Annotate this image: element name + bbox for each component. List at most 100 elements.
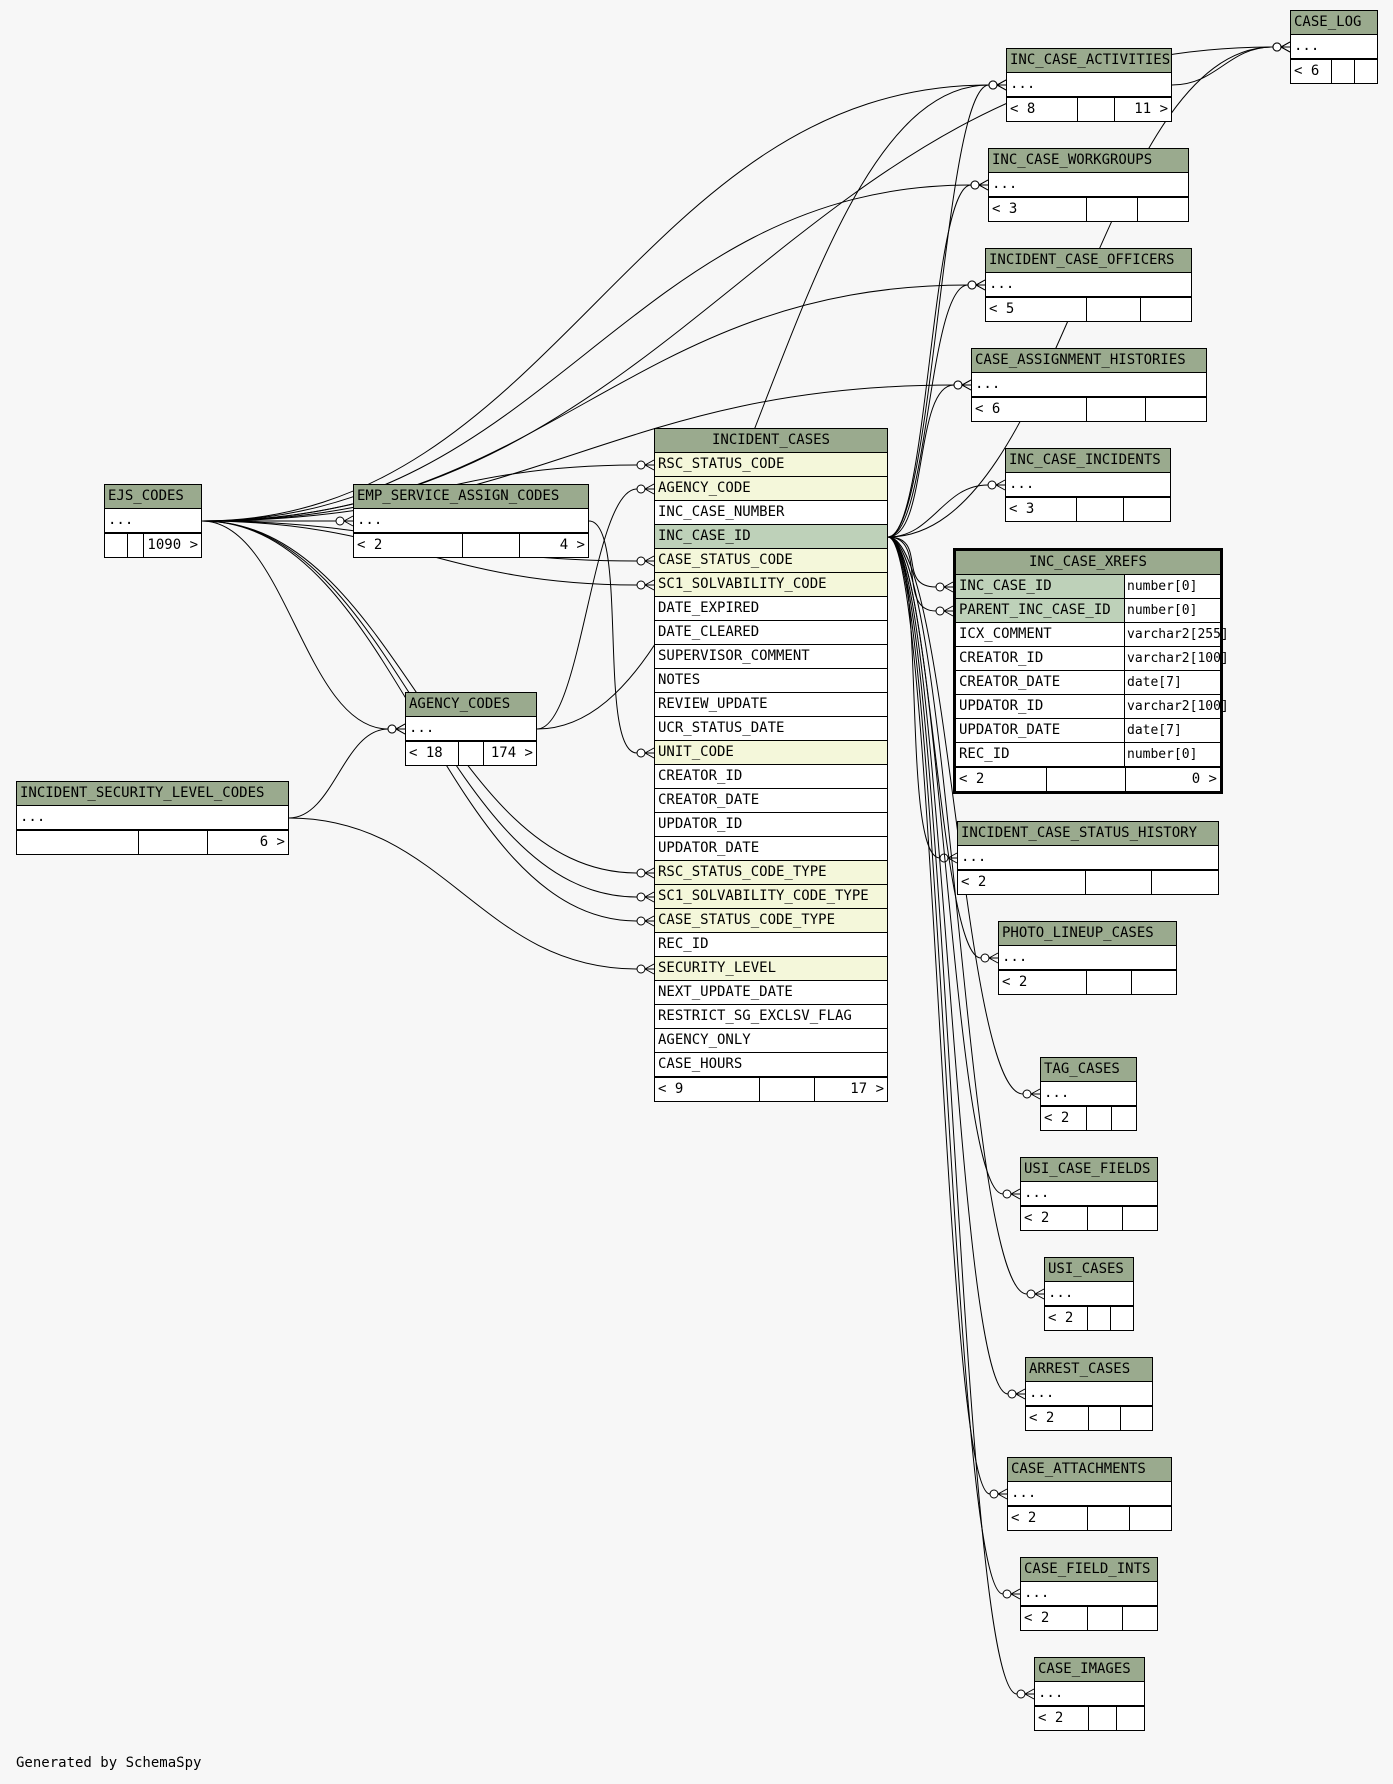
column-row[interactable]: CASE_HOURS	[655, 1053, 887, 1077]
table-tag-cases[interactable]: TAG_CASES... < 2	[1040, 1057, 1137, 1131]
column-row[interactable]: AGENCY_CODE	[655, 477, 887, 501]
collapsed-columns-row[interactable]: ...	[105, 509, 201, 533]
table-name[interactable]: CASE_ATTACHMENTS	[1008, 1458, 1171, 1482]
table-ejs-codes[interactable]: EJS_CODES... 1090 >	[104, 484, 202, 558]
column-row[interactable]: SC1_SOLVABILITY_CODE	[655, 573, 887, 597]
parents-count[interactable]: < 3	[992, 201, 1018, 217]
children-count[interactable]: 17 >	[850, 1081, 884, 1097]
children-count[interactable]	[1123, 1607, 1157, 1630]
collapsed-columns-row[interactable]: ...	[986, 273, 1191, 297]
parents-count[interactable]: < 2	[1044, 1110, 1070, 1126]
column-row[interactable]: UPDATOR_DATE	[655, 837, 887, 861]
children-count[interactable]	[1355, 60, 1377, 83]
column-row[interactable]: DATE_CLEARED	[655, 621, 887, 645]
parents-count[interactable]	[105, 534, 127, 557]
column-row[interactable]: RSC_STATUS_CODE_TYPE	[655, 861, 887, 885]
table-name[interactable]: PHOTO_LINEUP_CASES	[999, 922, 1176, 946]
column-row[interactable]: DATE_EXPIRED	[655, 597, 887, 621]
parents-count[interactable]: < 2	[1002, 974, 1028, 990]
table-usi-cases[interactable]: USI_CASES... < 2	[1044, 1257, 1134, 1331]
table-photo-lineup-cases[interactable]: PHOTO_LINEUP_CASES... < 2	[998, 921, 1177, 995]
table-name[interactable]: CASE_IMAGES	[1035, 1658, 1144, 1682]
collapsed-columns-row[interactable]: ...	[354, 509, 588, 533]
parents-count[interactable]: < 5	[989, 301, 1015, 317]
table-name[interactable]: CASE_ASSIGNMENT_HISTORIES	[972, 349, 1206, 373]
collapsed-columns-row[interactable]: ...	[999, 946, 1176, 970]
collapsed-columns-row[interactable]: ...	[1291, 35, 1377, 59]
children-count[interactable]	[1152, 871, 1218, 894]
column-row[interactable]: NOTES	[655, 669, 887, 693]
children-count[interactable]: 11 >	[1134, 101, 1168, 117]
column-row[interactable]: UPDATOR_ID	[655, 813, 887, 837]
parents-count[interactable]: < 2	[1024, 1210, 1050, 1226]
table-incident-security-level-codes[interactable]: INCIDENT_SECURITY_LEVEL_CODES...6 >	[16, 781, 289, 855]
table-name[interactable]: INCIDENT_CASE_OFFICERS	[986, 249, 1191, 273]
table-name[interactable]: INC_CASE_ACTIVITIES	[1007, 49, 1171, 73]
table-case-attachments[interactable]: CASE_ATTACHMENTS... < 2	[1007, 1457, 1172, 1531]
table-incident-case-status-history[interactable]: INCIDENT_CASE_STATUS_HISTORY...< 2	[957, 821, 1219, 895]
children-count[interactable]: 4 >	[559, 537, 585, 553]
column-row[interactable]: RSC_STATUS_CODE	[655, 453, 887, 477]
collapsed-columns-row[interactable]: ...	[1041, 1082, 1136, 1106]
collapsed-columns-row[interactable]: ...	[1026, 1382, 1152, 1406]
table-name[interactable]: INC_CASE_WORKGROUPS	[989, 149, 1188, 173]
table-case-field-ints[interactable]: CASE_FIELD_INTS...< 2	[1020, 1557, 1158, 1631]
children-count[interactable]	[1123, 1207, 1157, 1230]
table-incident-case-officers[interactable]: INCIDENT_CASE_OFFICERS... < 5	[985, 248, 1192, 322]
parents-count[interactable]: < 2	[1048, 1310, 1074, 1326]
parents-count[interactable]: < 2	[1024, 1610, 1050, 1626]
children-count[interactable]: 1090 >	[147, 537, 198, 553]
column-row[interactable]: CREATOR_ID	[655, 765, 887, 789]
parents-count[interactable]: < 8	[1010, 101, 1036, 117]
children-count[interactable]	[1130, 1507, 1171, 1530]
collapsed-columns-row[interactable]: ...	[1006, 473, 1170, 497]
table-name[interactable]: EMP_SERVICE_ASSIGN_CODES	[354, 485, 588, 509]
children-count[interactable]	[1132, 971, 1176, 994]
column-row[interactable]: REC_ID	[655, 933, 887, 957]
column-row[interactable]: INC_CASE_ID	[655, 525, 887, 549]
table-case-log[interactable]: CASE_LOG...< 6	[1290, 10, 1378, 84]
collapsed-columns-row[interactable]: ...	[972, 373, 1206, 397]
column-row[interactable]: CREATOR_DATE	[655, 789, 887, 813]
table-name[interactable]: TAG_CASES	[1041, 1058, 1136, 1082]
parents-count[interactable]: < 2	[959, 771, 985, 787]
parents-count[interactable]: < 6	[975, 401, 1001, 417]
collapsed-columns-row[interactable]: ...	[1045, 1282, 1133, 1306]
table-arrest-cases[interactable]: ARREST_CASES... < 2	[1025, 1357, 1153, 1431]
table-name[interactable]: USI_CASES	[1045, 1258, 1133, 1282]
children-count[interactable]	[1146, 398, 1206, 421]
column-row[interactable]: UNIT_CODE	[655, 741, 887, 765]
column-row[interactable]: CASE_STATUS_CODE_TYPE	[655, 909, 887, 933]
collapsed-columns-row[interactable]: ...	[1007, 73, 1171, 97]
table-name[interactable]: EJS_CODES	[105, 485, 201, 509]
table-inc-case-activities[interactable]: INC_CASE_ACTIVITIES... < 8 11 >	[1006, 48, 1172, 122]
parents-count[interactable]: < 2	[1029, 1410, 1055, 1426]
collapsed-columns-row[interactable]: ...	[406, 717, 536, 741]
column-row[interactable]: UCR_STATUS_DATE	[655, 717, 887, 741]
parents-count[interactable]: < 6	[1294, 63, 1320, 79]
column-row[interactable]: RESTRICT_SG_EXCLSV_FLAG	[655, 1005, 887, 1029]
column-row[interactable]: INC_CASE_NUMBER	[655, 501, 887, 525]
table-name[interactable]: INC_CASE_INCIDENTS	[1006, 449, 1170, 473]
collapsed-columns-row[interactable]: ...	[17, 806, 288, 830]
collapsed-columns-row[interactable]: ...	[1008, 1482, 1171, 1506]
column-row[interactable]: AGENCY_ONLY	[655, 1029, 887, 1053]
table-usi-case-fields[interactable]: USI_CASE_FIELDS...< 2	[1020, 1157, 1158, 1231]
children-count[interactable]	[1111, 1307, 1133, 1330]
table-name[interactable]: ARREST_CASES	[1026, 1358, 1152, 1382]
table-name[interactable]: AGENCY_CODES	[406, 693, 536, 717]
collapsed-columns-row[interactable]: ...	[958, 846, 1218, 870]
collapsed-columns-row[interactable]: ...	[1021, 1182, 1157, 1206]
parents-count[interactable]: < 2	[1011, 1510, 1037, 1526]
table-name[interactable]: INC_CASE_XREFS	[956, 551, 1220, 575]
collapsed-columns-row[interactable]: ...	[1035, 1682, 1144, 1706]
children-count[interactable]: 0 >	[1191, 771, 1217, 787]
